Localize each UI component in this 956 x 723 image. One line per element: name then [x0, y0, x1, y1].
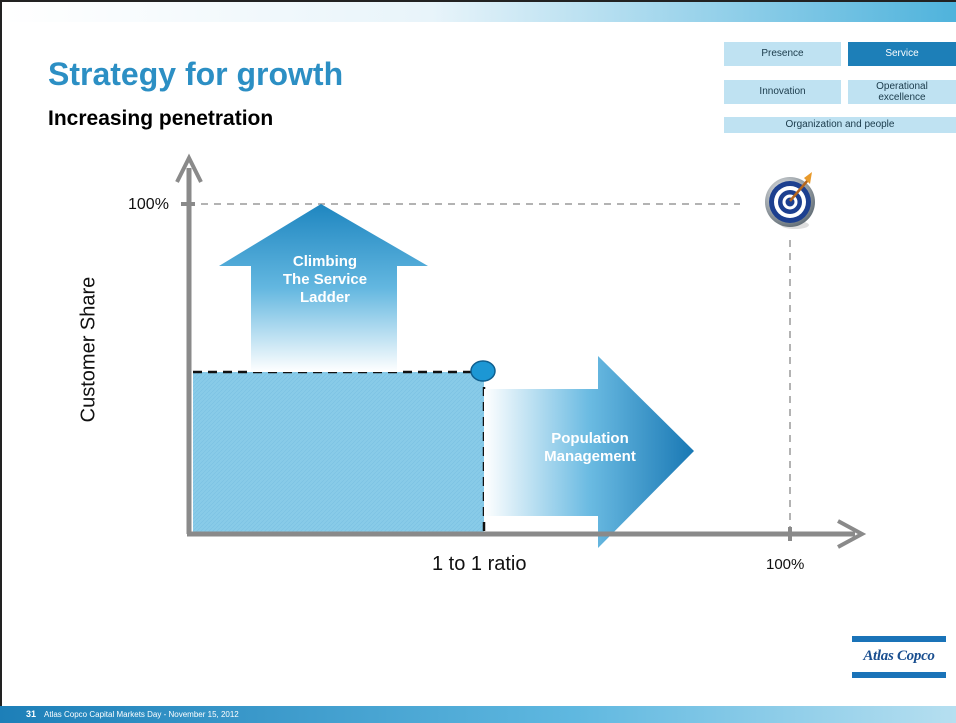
current-share-area	[193, 372, 484, 532]
population-arrow	[484, 356, 694, 548]
y-axis-label: Customer Share	[77, 276, 100, 423]
x-axis-arrowhead	[837, 519, 867, 549]
target-icon	[765, 172, 815, 229]
nav-presence[interactable]: Presence	[724, 42, 841, 66]
page-number: 31	[26, 709, 37, 719]
top-gradient-bar	[2, 2, 956, 22]
footer-text: Atlas Copco Capital Markets Day - Novemb…	[44, 710, 239, 719]
x-label-max: 100%	[766, 556, 805, 573]
position-marker	[470, 360, 496, 382]
nav-service[interactable]: Service	[848, 42, 956, 66]
atlas-copco-logo: Atlas Copco	[852, 636, 946, 680]
slide-title: Strategy for growth	[48, 56, 344, 92]
nav-operational-excellence[interactable]: Operational excellence	[848, 80, 956, 104]
nav-organization-people[interactable]: Organization and people	[724, 117, 956, 133]
climbing-arrow-label: Climbing The Service Ladder	[282, 253, 368, 306]
footer-bar: 31 Atlas Copco Capital Markets Day - Nov…	[0, 706, 956, 723]
y-tick-label: 100%	[128, 196, 169, 213]
y-axis-arrowhead	[175, 153, 203, 183]
nav-innovation[interactable]: Innovation	[724, 80, 841, 104]
slide-subtitle: Increasing penetration	[48, 107, 274, 130]
x-label-ratio: 1 to 1 ratio	[432, 553, 527, 575]
population-arrow-label: Population Management	[544, 430, 636, 465]
climbing-arrow	[219, 204, 428, 372]
